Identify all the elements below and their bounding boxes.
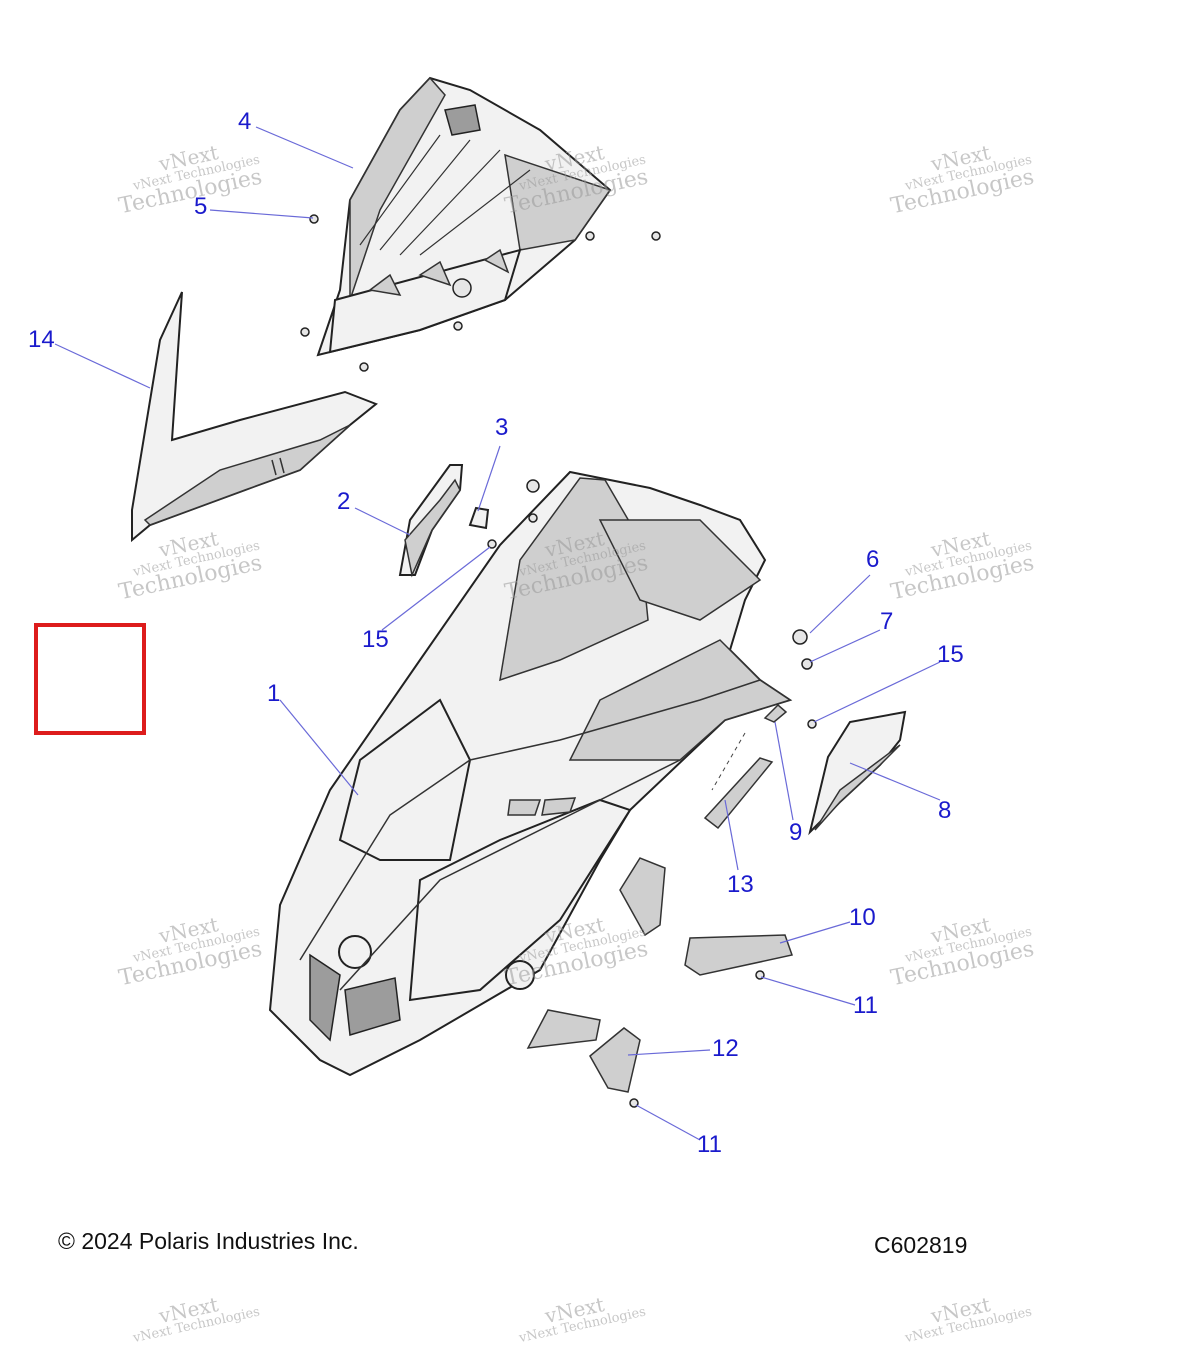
callout-3: 3 bbox=[495, 414, 509, 441]
windshield-part bbox=[316, 76, 612, 357]
callout-2: 2 bbox=[337, 488, 351, 515]
callout-4: 4 bbox=[238, 108, 252, 135]
callout-7: 7 bbox=[880, 608, 894, 635]
side-panel-part bbox=[131, 291, 378, 543]
windshield-screws bbox=[300, 214, 661, 372]
callout-8: 8 bbox=[938, 797, 952, 824]
callout-11-lower: 11 bbox=[697, 1131, 722, 1158]
callout-15-right: 15 bbox=[937, 641, 964, 668]
callout-13: 13 bbox=[727, 871, 754, 898]
callout-15-left: 15 bbox=[362, 626, 389, 653]
callout-1: 1 bbox=[267, 680, 281, 707]
leader-lines bbox=[54, 126, 941, 1141]
callout-5: 5 bbox=[194, 193, 208, 220]
diagram-code: C602819 bbox=[874, 1232, 968, 1258]
clip-part bbox=[711, 703, 788, 791]
callout-12: 12 bbox=[712, 1035, 739, 1062]
callout-6: 6 bbox=[866, 546, 880, 573]
highlight-box bbox=[34, 623, 146, 735]
mirror-bracket-part bbox=[398, 464, 490, 578]
copyright-text: © 2024 Polaris Industries Inc. bbox=[58, 1228, 359, 1254]
callout-10: 10 bbox=[849, 904, 876, 931]
callout-14: 14 bbox=[28, 326, 55, 353]
seal-strip-part bbox=[703, 757, 774, 830]
right-hardware bbox=[792, 629, 817, 729]
callout-9: 9 bbox=[789, 819, 803, 846]
callout-11-upper: 11 bbox=[853, 992, 878, 1019]
hood-part bbox=[268, 470, 793, 1077]
side-trim-part bbox=[808, 710, 907, 836]
grill-parts bbox=[526, 857, 793, 1108]
